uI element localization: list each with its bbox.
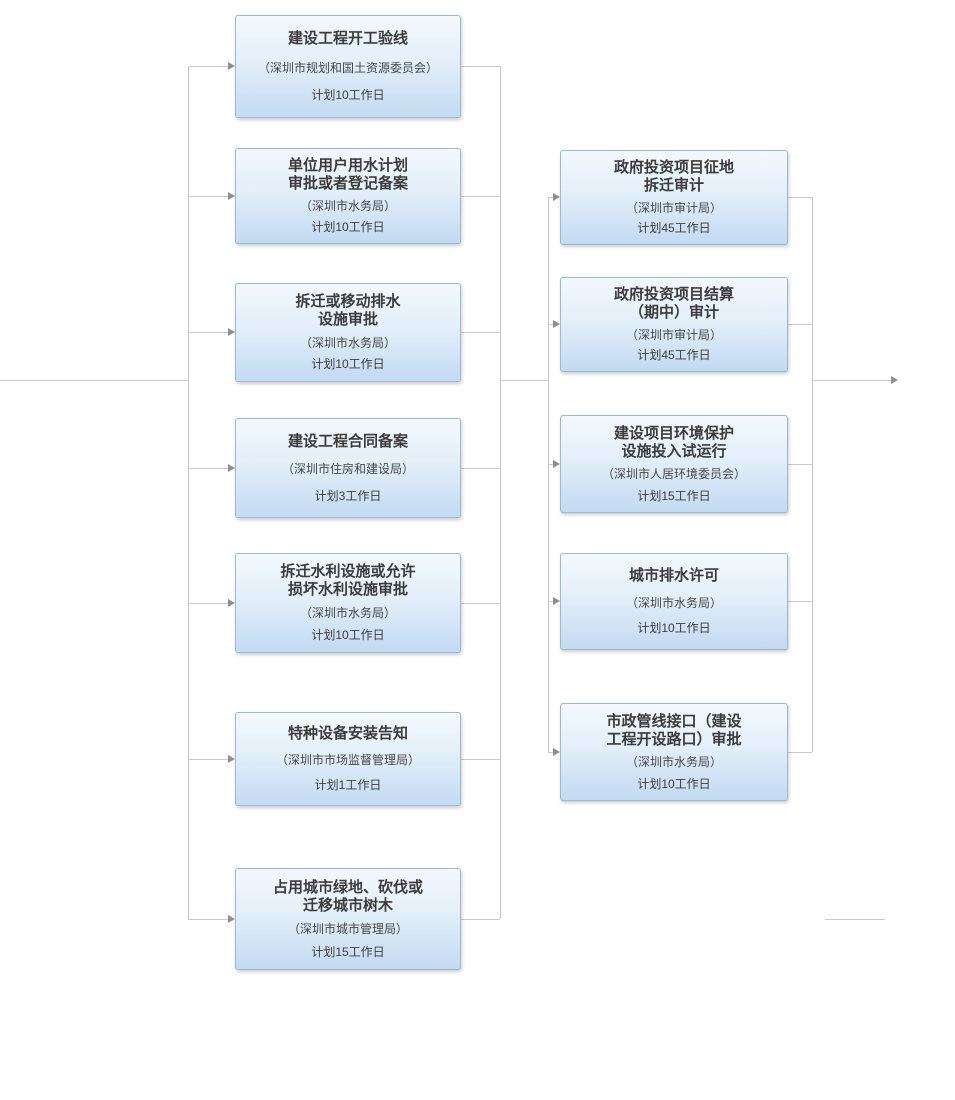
- node-title: 政府投资项目结算 （期中）审计: [613, 285, 734, 321]
- flow-node-right-2[interactable]: 政府投资项目结算 （期中）审计 （深圳市审计局） 计划45工作日: [560, 277, 788, 372]
- node-plan: 计划10工作日: [311, 220, 385, 234]
- connector-line: [188, 332, 228, 333]
- flow-node-left-1[interactable]: 建设工程开工验线 （深圳市规划和国土资源委员会） 计划10工作日: [235, 15, 461, 118]
- arrow-right-icon: [553, 460, 560, 468]
- node-plan: 计划15工作日: [637, 488, 711, 503]
- connector-line: [788, 752, 812, 753]
- connector-line: [188, 759, 228, 760]
- node-plan: 计划10工作日: [637, 776, 711, 791]
- connector-line: [188, 196, 228, 197]
- node-title: 市政管线接口（建设 工程开设路口）审批: [606, 712, 742, 748]
- node-org: （深圳市城市管理局）: [287, 922, 408, 936]
- node-title: 城市排水许可: [628, 566, 719, 584]
- connector-line: [461, 759, 500, 760]
- arrow-right-icon: [553, 320, 560, 328]
- arrow-right-icon: [228, 464, 235, 472]
- connector-line: [788, 601, 812, 602]
- flow-node-left-2[interactable]: 单位用户用水计划 审批或者登记备案 （深圳市水务局） 计划10工作日: [235, 148, 461, 244]
- connector-line: [788, 197, 812, 198]
- connector-line: [461, 603, 500, 604]
- connector-line: [788, 324, 812, 325]
- node-title: 单位用户用水计划 审批或者登记备案: [287, 157, 408, 192]
- connector-line: [461, 332, 500, 333]
- arrow-right-icon: [228, 62, 235, 70]
- connector-line: [500, 66, 501, 919]
- node-plan: 计划3工作日: [314, 488, 382, 503]
- node-org: （深圳市住房和建设局）: [281, 462, 414, 476]
- connector-line: [188, 603, 228, 604]
- connector-line: [548, 752, 554, 753]
- arrow-right-icon: [553, 748, 560, 756]
- flow-node-right-4[interactable]: 城市排水许可 （深圳市水务局） 计划10工作日: [560, 553, 788, 650]
- connector-line: [548, 324, 554, 325]
- node-org: （深圳市水务局）: [625, 755, 722, 769]
- flow-node-right-1[interactable]: 政府投资项目征地 拆迁审计 （深圳市审计局） 计划45工作日: [560, 150, 788, 245]
- connector-line: [548, 197, 554, 198]
- flow-node-right-3[interactable]: 建设项目环境保护 设施投入试运行 （深圳市人居环境委员会） 计划15工作日: [560, 415, 788, 513]
- node-org: （深圳市规划和国土资源委员会）: [257, 60, 438, 75]
- connector-line: [461, 468, 500, 469]
- node-org: （深圳市水务局）: [625, 595, 722, 610]
- node-plan: 计划10工作日: [311, 628, 385, 642]
- flow-node-left-3[interactable]: 拆迁或移动排水 设施审批 （深圳市水务局） 计划10工作日: [235, 283, 461, 382]
- flow-node-right-5[interactable]: 市政管线接口（建设 工程开设路口）审批 （深圳市水务局） 计划10工作日: [560, 703, 788, 801]
- node-plan: 计划15工作日: [311, 944, 385, 959]
- connector-line: [188, 66, 228, 67]
- connector-line: [548, 197, 549, 752]
- node-title: 特种设备安装告知: [287, 725, 408, 742]
- node-plan: 计划10工作日: [637, 621, 711, 636]
- connector-line: [500, 380, 548, 381]
- connector-line: [825, 919, 885, 920]
- node-org: （深圳市水务局）: [299, 335, 396, 350]
- connector-line: [461, 919, 500, 920]
- arrow-right-icon: [228, 915, 235, 923]
- flow-node-left-7[interactable]: 占用城市绿地、砍伐或 迁移城市树木 （深圳市城市管理局） 计划15工作日: [235, 868, 461, 970]
- node-org: （深圳市水务局）: [299, 199, 396, 213]
- node-plan: 计划10工作日: [311, 87, 385, 102]
- connector-line: [812, 197, 813, 752]
- node-org: （深圳市审计局）: [625, 200, 722, 215]
- flow-node-left-6[interactable]: 特种设备安装告知 （深圳市市场监督管理局） 计划1工作日: [235, 712, 461, 806]
- arrow-right-icon: [553, 193, 560, 201]
- node-org: （深圳市市场监督管理局）: [275, 753, 420, 767]
- node-title: 建设工程合同备案: [287, 432, 408, 450]
- node-plan: 计划1工作日: [314, 778, 382, 792]
- node-plan: 计划45工作日: [637, 348, 711, 363]
- node-org: （深圳市水务局）: [299, 606, 396, 620]
- node-title: 拆迁或移动排水 设施审批: [295, 292, 401, 328]
- node-org: （深圳市人居环境委员会）: [601, 467, 746, 481]
- arrow-right-icon: [228, 192, 235, 200]
- node-title: 占用城市绿地、砍伐或 迁移城市树木: [272, 878, 423, 914]
- arrow-right-icon: [553, 597, 560, 605]
- connector-line: [188, 66, 189, 919]
- connector-line: [188, 919, 228, 920]
- node-plan: 计划10工作日: [311, 357, 385, 372]
- connector-line: [188, 468, 228, 469]
- node-org: （深圳市审计局）: [625, 327, 722, 342]
- arrow-right-icon: [228, 755, 235, 763]
- connector-line: [788, 464, 812, 465]
- connector-line: [548, 464, 554, 465]
- connector-line: [461, 66, 500, 67]
- node-plan: 计划45工作日: [637, 221, 711, 236]
- arrow-right-icon: [228, 599, 235, 607]
- connector-line: [461, 196, 500, 197]
- node-title: 拆迁水利设施或允许 损坏水利设施审批: [280, 563, 416, 598]
- arrow-right-icon: [228, 328, 235, 336]
- connector-line: [548, 601, 554, 602]
- flow-node-left-4[interactable]: 建设工程合同备案 （深圳市住房和建设局） 计划3工作日: [235, 418, 461, 518]
- connector-line: [0, 380, 188, 381]
- node-title: 建设项目环境保护 设施投入试运行: [613, 424, 734, 460]
- flow-node-left-5[interactable]: 拆迁水利设施或允许 损坏水利设施审批 （深圳市水务局） 计划10工作日: [235, 553, 461, 653]
- arrow-right-icon: [891, 376, 898, 384]
- connector-line: [812, 380, 891, 381]
- node-title: 建设工程开工验线: [287, 30, 408, 48]
- node-title: 政府投资项目征地 拆迁审计: [613, 158, 734, 194]
